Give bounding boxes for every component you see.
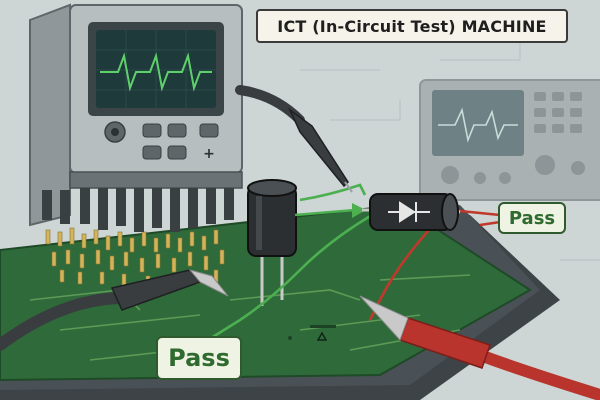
tester-buttons (142, 123, 219, 160)
pcb-pads (288, 325, 336, 340)
black-probe-top (235, 85, 353, 193)
green-arrow (352, 203, 366, 218)
test-pins (45, 227, 225, 289)
triangle-marker (316, 331, 328, 341)
tester-unit: + (29, 3, 243, 232)
tester-probe-columns (42, 188, 234, 232)
diode (362, 193, 461, 231)
plus-symbol: + (203, 146, 215, 162)
black-probe-left (0, 269, 229, 351)
diagram-title: ICT (In-Circuit Test) MACHINE (256, 9, 568, 43)
capacitor (247, 179, 297, 306)
background-oscilloscope (419, 79, 600, 201)
waveform-trace (100, 52, 212, 92)
diode-symbol (388, 201, 430, 223)
red-probe-right (359, 295, 600, 400)
pass-label-diode: Pass (498, 202, 566, 234)
pass-label-probe: Pass (156, 336, 242, 380)
